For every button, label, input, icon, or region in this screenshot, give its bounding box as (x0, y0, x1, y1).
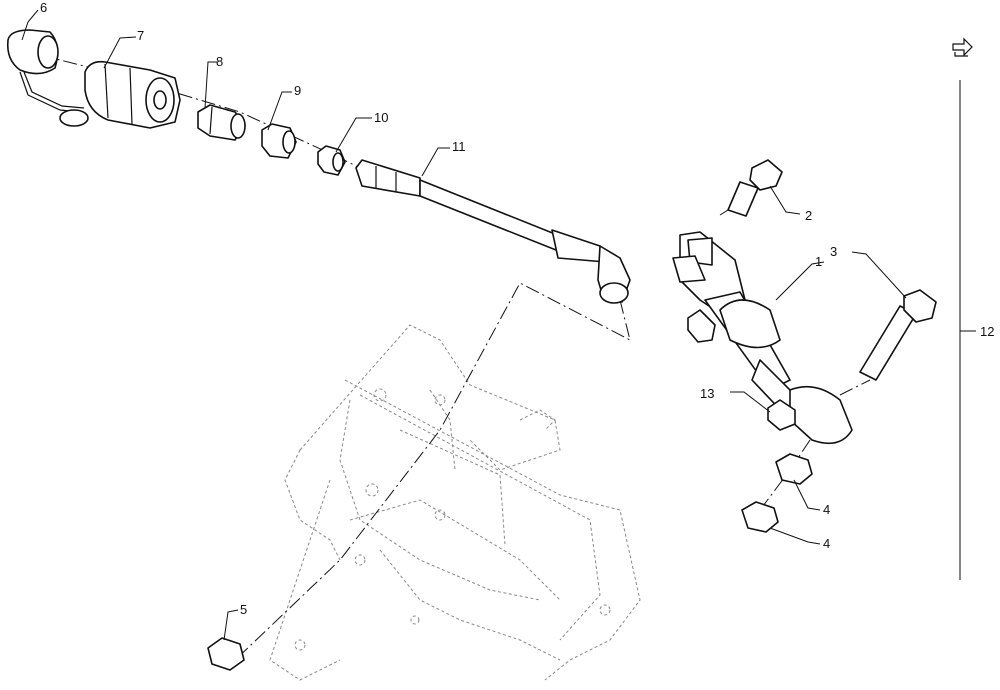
dust-cap-6 (6, 29, 89, 127)
next-page-arrow-icon[interactable] (952, 37, 973, 57)
nut-5 (207, 637, 245, 671)
mounting-frame-ghost (269, 324, 641, 681)
callout-9: 9 (294, 83, 301, 98)
callout-11: 11 (452, 139, 466, 154)
fitting-10 (317, 145, 346, 176)
quick-coupler-7 (84, 60, 181, 129)
callout-4-upper: 4 (823, 502, 830, 517)
bolt-3 (859, 289, 937, 381)
callout-6: 6 (40, 0, 47, 15)
nut-4-upper (775, 453, 813, 485)
callout-2: 2 (805, 208, 812, 223)
callout-13: 13 (700, 386, 714, 401)
hydraulic-cylinder-1 (672, 231, 853, 445)
callout-1: 1 (815, 254, 822, 269)
callout-3: 3 (830, 244, 837, 259)
hydraulic-hose-11 (355, 159, 631, 304)
assembly-bracket-12 (959, 80, 976, 580)
callout-5: 5 (240, 602, 247, 617)
callout-8: 8 (216, 54, 223, 69)
pin-2 (727, 159, 783, 217)
callout-7: 7 (137, 28, 144, 43)
nut-9 (261, 123, 297, 159)
fitting-13 (767, 399, 796, 431)
adapter-8 (197, 104, 246, 141)
callout-10: 10 (374, 110, 388, 125)
nut-4-lower (741, 501, 779, 533)
leader-lines (21, 9, 907, 641)
callout-12: 12 (980, 324, 994, 339)
callout-4-lower: 4 (823, 536, 830, 551)
